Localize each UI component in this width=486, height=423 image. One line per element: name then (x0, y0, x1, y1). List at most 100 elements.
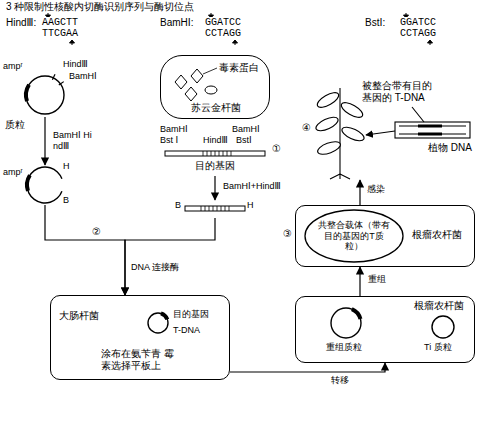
enzyme-name: HindⅢ: (6, 17, 36, 29)
cut-plasmid-shape (25, 165, 65, 205)
recombinant-plasmid: 目的基因T-DNA (146, 304, 226, 342)
gene-hatch (225, 206, 226, 211)
gene-hatch (215, 151, 216, 156)
resistance-gene (160, 312, 169, 321)
enzyme-name: BamHⅠ: (160, 17, 194, 29)
gene-fragment: 目的基因 (165, 148, 265, 176)
dna-bar (165, 151, 265, 156)
recombinant-plasmid-shape (316, 305, 376, 372)
plant: 被整合带有目的基因的 T-DNA 植物 DNA (300, 78, 480, 180)
spore (205, 86, 217, 94)
cut-gene-shape (175, 200, 255, 218)
node-label: Ti 质粒 (424, 342, 452, 353)
gene-hatch (217, 206, 218, 211)
step-label: 转移 (330, 375, 350, 386)
node-label: 根瘤农杆菌 (412, 229, 462, 241)
node-label: 共整合载体（带有目的基因的T质粒） (318, 220, 390, 252)
title: 3 种限制性核酸内切酶识别序列与酶切位点 (6, 1, 194, 13)
ti-plasmid: Ti 质粒 (416, 315, 471, 359)
gene-hatch (223, 151, 224, 156)
gene-hatch (229, 206, 230, 211)
flow-arrow (125, 218, 215, 295)
node-label: 重组质粒 (326, 342, 362, 353)
toxin-crystal (191, 69, 203, 83)
agrobacterium-box: 根瘤农杆菌重组质粒 Ti 质粒 (295, 296, 475, 363)
node-label: H (247, 200, 254, 211)
toxin-crystal (185, 87, 197, 101)
toxin-crystal (175, 75, 187, 89)
gene-hatch (213, 206, 214, 211)
node-label: HindⅢ (63, 59, 88, 70)
step-number: ③ (283, 228, 292, 240)
cut-site-tick (52, 74, 55, 79)
gene-hatch (227, 151, 228, 156)
step-number: ④ (302, 122, 311, 134)
gene-hatch (219, 151, 220, 156)
site-label: BamHⅠ (160, 124, 188, 135)
node-label: 目的基因 (173, 309, 209, 320)
step-label: BamHⅠ+HindⅢ (222, 181, 282, 192)
ti-plasmid-shape (416, 315, 471, 359)
node-label: ampʳ (3, 167, 23, 178)
node-label: 大肠杆菌 (59, 310, 99, 322)
site-label: BstⅠ (236, 135, 252, 146)
enzyme-name: BstⅠ: (365, 17, 385, 29)
node-label: 毒素蛋白 (219, 62, 259, 74)
flow-arrow (359, 180, 360, 205)
resistance-gene (24, 84, 31, 102)
resistance-gene (25, 174, 32, 191)
bacterium-box: 毒素蛋白苏云金杆菌 (160, 55, 270, 119)
node-label: H (63, 161, 70, 172)
cut-plasmid: ampʳHB (25, 165, 65, 205)
plasmid-shape (23, 73, 67, 117)
node-label: 苏云金杆菌 (191, 102, 241, 114)
plasmid: ampʳHindⅢBamHⅠ质粒 (23, 73, 67, 117)
flow-arrow (214, 176, 215, 200)
site-label: Bst Ⅰ (160, 135, 178, 146)
plasmid-ring (432, 316, 454, 338)
step-label: 重组 (367, 274, 387, 285)
recombinant-plasmid: 重组质粒 (316, 305, 376, 359)
gene-hatch (201, 206, 202, 211)
gene-hatch (221, 206, 222, 211)
open-plasmid (26, 166, 62, 203)
cut-site-tick (59, 82, 64, 85)
step-number: ② (92, 226, 101, 238)
gene-hatch (205, 206, 206, 211)
node-label: 植物 DNA (428, 142, 472, 154)
cut-site-arrows (46, 13, 433, 45)
node-label: B (63, 195, 69, 206)
flow-arrow (44, 117, 45, 165)
cointegrate-vector: 共整合载体（带有目的基因的T质粒） (304, 209, 404, 263)
flow-arrow (359, 267, 360, 296)
gene-hatch (211, 151, 212, 156)
dna-bar (185, 206, 245, 211)
sequence: CCTAGG (400, 28, 436, 40)
step-label: 感染 (366, 184, 386, 195)
node-label: 根瘤农杆菌 (414, 300, 464, 312)
gene-hatch (207, 151, 208, 156)
node-label: 被整合带有目的基因的 T-DNA (362, 80, 437, 104)
cut-gene: BH (175, 200, 255, 218)
step-label: BamHⅠ HindⅢ (52, 130, 94, 152)
gene-hatch (203, 151, 204, 156)
agrobacterium-box: 根瘤农杆菌 共整合载体（带有目的基因的T质粒） (295, 205, 475, 267)
enzyme-label: DNA 连接酶 (131, 262, 179, 273)
resistance-gene (351, 307, 362, 319)
gene-hatch (209, 206, 210, 211)
sequence: TTCGAA (42, 28, 78, 40)
node-label: B (175, 200, 181, 211)
gene-hatch (231, 151, 232, 156)
flow-arrow (230, 363, 385, 372)
leader-line (203, 68, 217, 74)
plasmid-ring (26, 76, 64, 114)
site-label: HindⅢ (203, 135, 228, 146)
flow-arrow (45, 205, 125, 295)
node-label: ampʳ (3, 61, 23, 72)
node-label: 涂布在氨苄青 霉素选择平板上 (101, 348, 181, 372)
site-label: BamHⅠ (232, 124, 260, 135)
node-label: 目的基因 (195, 160, 235, 172)
